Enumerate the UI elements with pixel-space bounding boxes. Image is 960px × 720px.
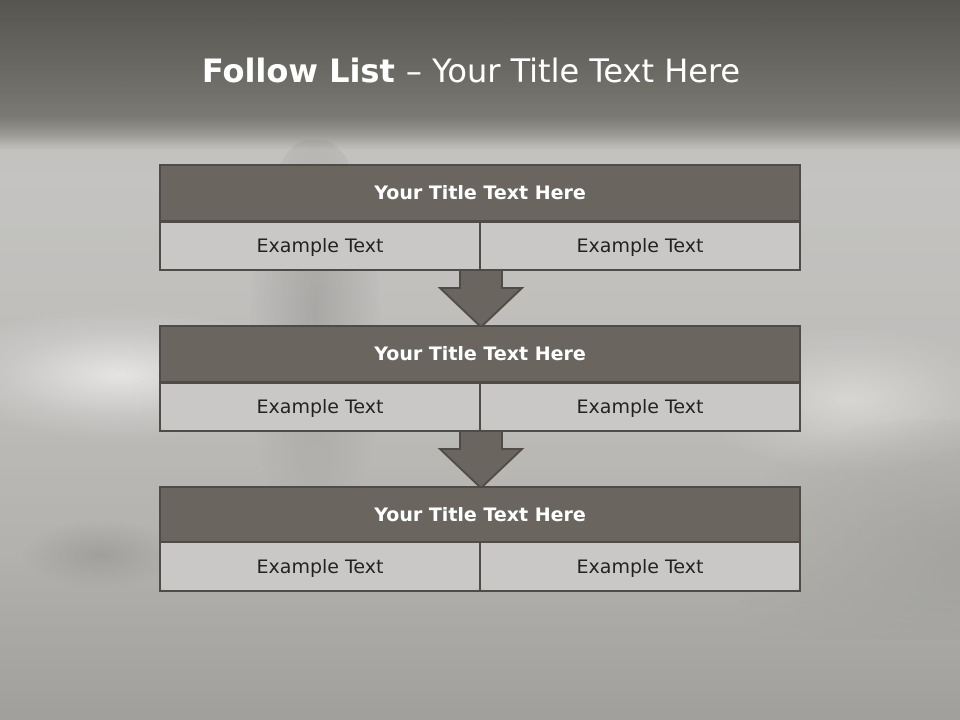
step-header-2: Your Title Text Here (159, 325, 801, 383)
step-block-1: Your Title Text Here Example Text Exampl… (159, 164, 801, 271)
page-title: Follow List – Your Title Text Here (0, 52, 942, 90)
title-band (0, 0, 960, 150)
step-2-left-cell: Example Text (159, 382, 481, 432)
page-title-rest: – Your Title Text Here (405, 52, 741, 90)
step-header-1: Your Title Text Here (159, 164, 801, 222)
step-1-right-cell: Example Text (479, 221, 801, 271)
step-3-right-cell: Example Text (479, 541, 801, 592)
step-2-right-cell: Example Text (479, 382, 801, 432)
down-arrow-icon (437, 269, 525, 329)
step-1-left-cell: Example Text (159, 221, 481, 271)
page-title-bold: Follow List (201, 52, 406, 90)
step-block-3: Your Title Text Here Example Text Exampl… (159, 486, 801, 592)
step-3-left-cell: Example Text (159, 541, 481, 592)
step-block-2: Your Title Text Here Example Text Exampl… (159, 325, 801, 432)
step-header-3: Your Title Text Here (159, 486, 801, 543)
down-arrow-icon (437, 430, 525, 490)
